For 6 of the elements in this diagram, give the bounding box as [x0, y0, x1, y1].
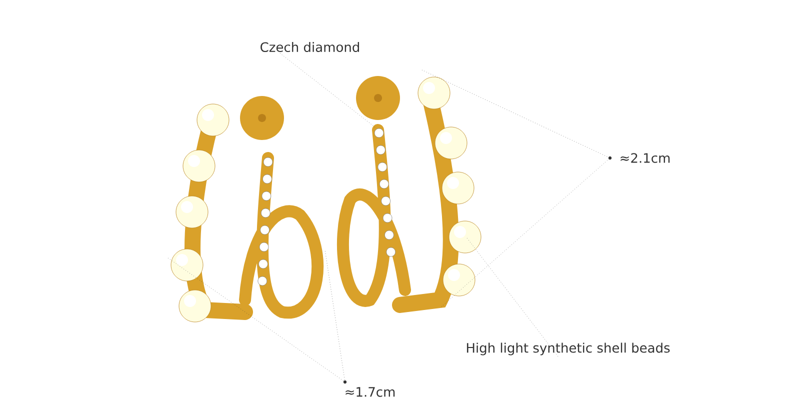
- dimension-label: ≈2.1cm: [620, 153, 670, 163]
- leader-line: [466, 238, 558, 357]
- leader-line: [280, 53, 376, 128]
- callout-text: Czech diamond: [260, 42, 359, 52]
- dimension-label: ≈1.7cm: [346, 387, 395, 397]
- callout-text: High light synthetic shell beads: [466, 342, 670, 356]
